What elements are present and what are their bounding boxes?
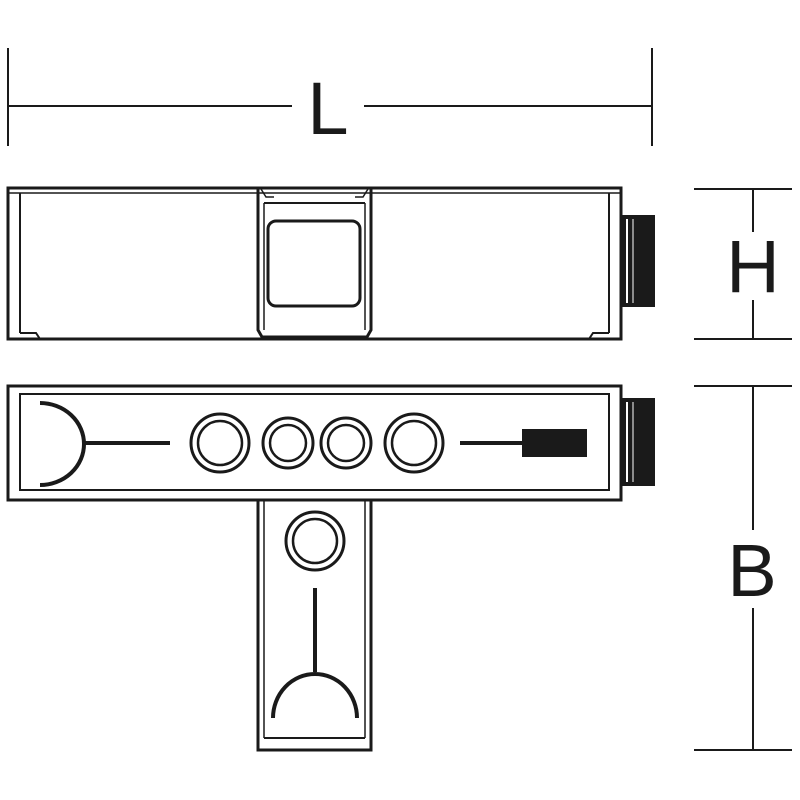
front-view (6, 186, 623, 341)
top-view-inner-frame (19, 393, 610, 491)
front-view-base-lip (20, 332, 609, 340)
dimension-label-height: H (726, 225, 779, 308)
dimension-length (7, 48, 653, 146)
dimension-depth (694, 385, 792, 751)
clamp-bracket-top-right-tab (355, 188, 369, 198)
bracket-leg (256, 500, 373, 752)
dimension-label-length: L (307, 67, 348, 150)
top-view-end-cap (621, 398, 655, 486)
front-view-body (6, 186, 623, 341)
clamp-bracket (256, 188, 373, 339)
bracket-leg-outline (256, 500, 373, 752)
connector-symbol-left (39, 401, 86, 487)
clamp-window (266, 219, 362, 308)
knockout-hole (383, 412, 445, 474)
dimension-label-depth: B (727, 529, 776, 612)
front-view-end-cap (621, 215, 655, 307)
connector-symbol-bottom (271, 672, 359, 719)
dimension-height (694, 188, 792, 340)
clamp-bracket-top-left-tab (260, 188, 274, 198)
terminal-block (522, 429, 587, 457)
knockout-hole (261, 416, 315, 470)
knockout-hole (284, 510, 346, 572)
knockout-hole (319, 416, 373, 470)
knockout-hole (189, 412, 251, 474)
